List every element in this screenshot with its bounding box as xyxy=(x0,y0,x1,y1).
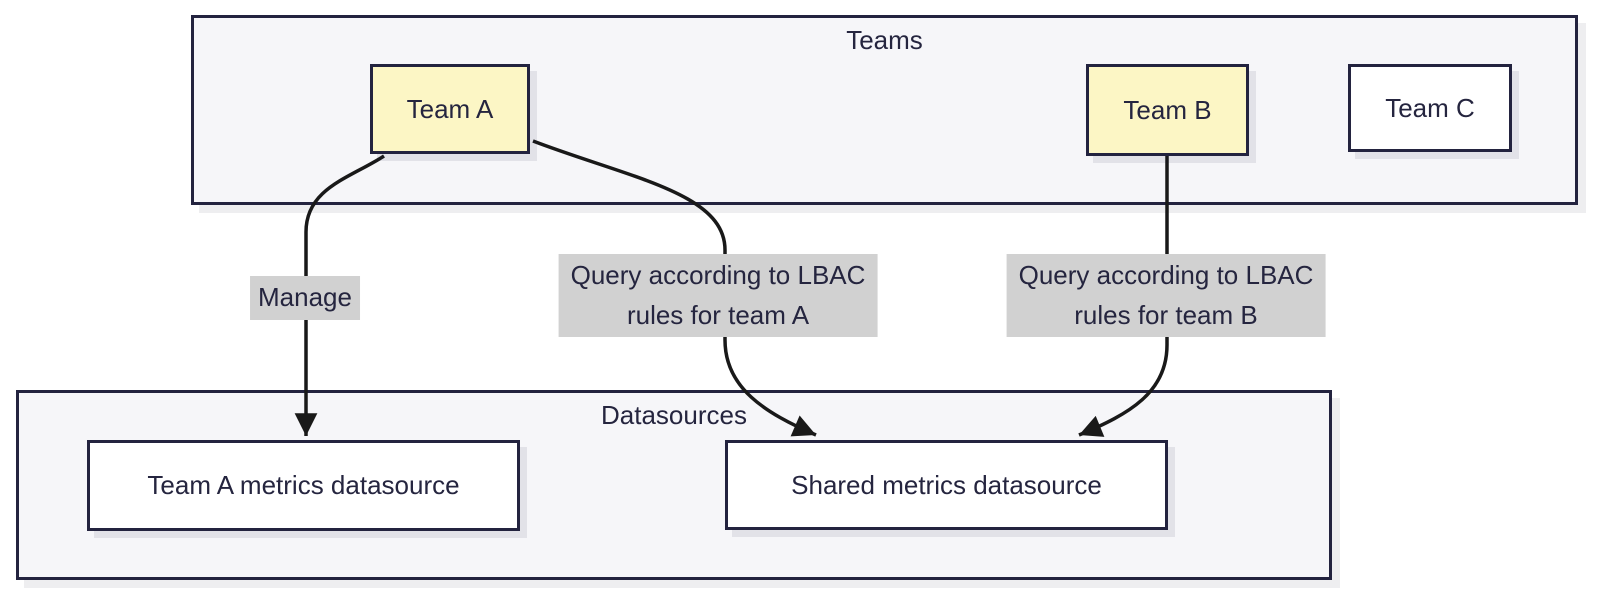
node-team-c: Team C xyxy=(1348,64,1512,152)
node-team-a-metrics-datasource: Team A metrics datasource xyxy=(87,440,520,531)
edge-label-query-lbac-team-b: Query according to LBAC rules for team B xyxy=(1006,254,1326,338)
node-team-b-label: Team B xyxy=(1123,94,1212,125)
edge-label-query-lbac-team-a: Query according to LBAC rules for team A xyxy=(558,254,878,338)
node-shared-metrics-label: Shared metrics datasource xyxy=(791,469,1102,500)
edge-label-query-b-line-1: Query according to LBAC xyxy=(1018,260,1314,290)
node-team-c-label: Team C xyxy=(1385,92,1475,123)
edge-label-manage-text: Manage xyxy=(258,282,352,312)
edge-team-a-to-team-a-metrics xyxy=(294,154,385,436)
cluster-datasources-title: Datasources xyxy=(601,400,747,430)
edge-team-b-to-shared-metrics xyxy=(1078,156,1169,437)
node-team-a-metrics-label: Team A metrics datasource xyxy=(147,470,460,500)
cluster-teams-title: Teams xyxy=(846,25,923,55)
edge-team-a-to-shared-metrics xyxy=(532,139,817,437)
node-team-a-label: Team A xyxy=(406,93,494,124)
node-team-b: Team B xyxy=(1086,64,1249,156)
node-shared-metrics-datasource: Shared metrics datasource xyxy=(725,440,1168,530)
edge-label-query-b-line-2: rules for team B xyxy=(1074,299,1258,330)
edge-label-query-a-line-2: rules for team A xyxy=(626,299,810,330)
edge-label-query-a-line-1: Query according to LBAC xyxy=(570,260,866,290)
node-team-a: Team A xyxy=(370,64,530,154)
edge-label-manage: Manage xyxy=(250,276,360,320)
